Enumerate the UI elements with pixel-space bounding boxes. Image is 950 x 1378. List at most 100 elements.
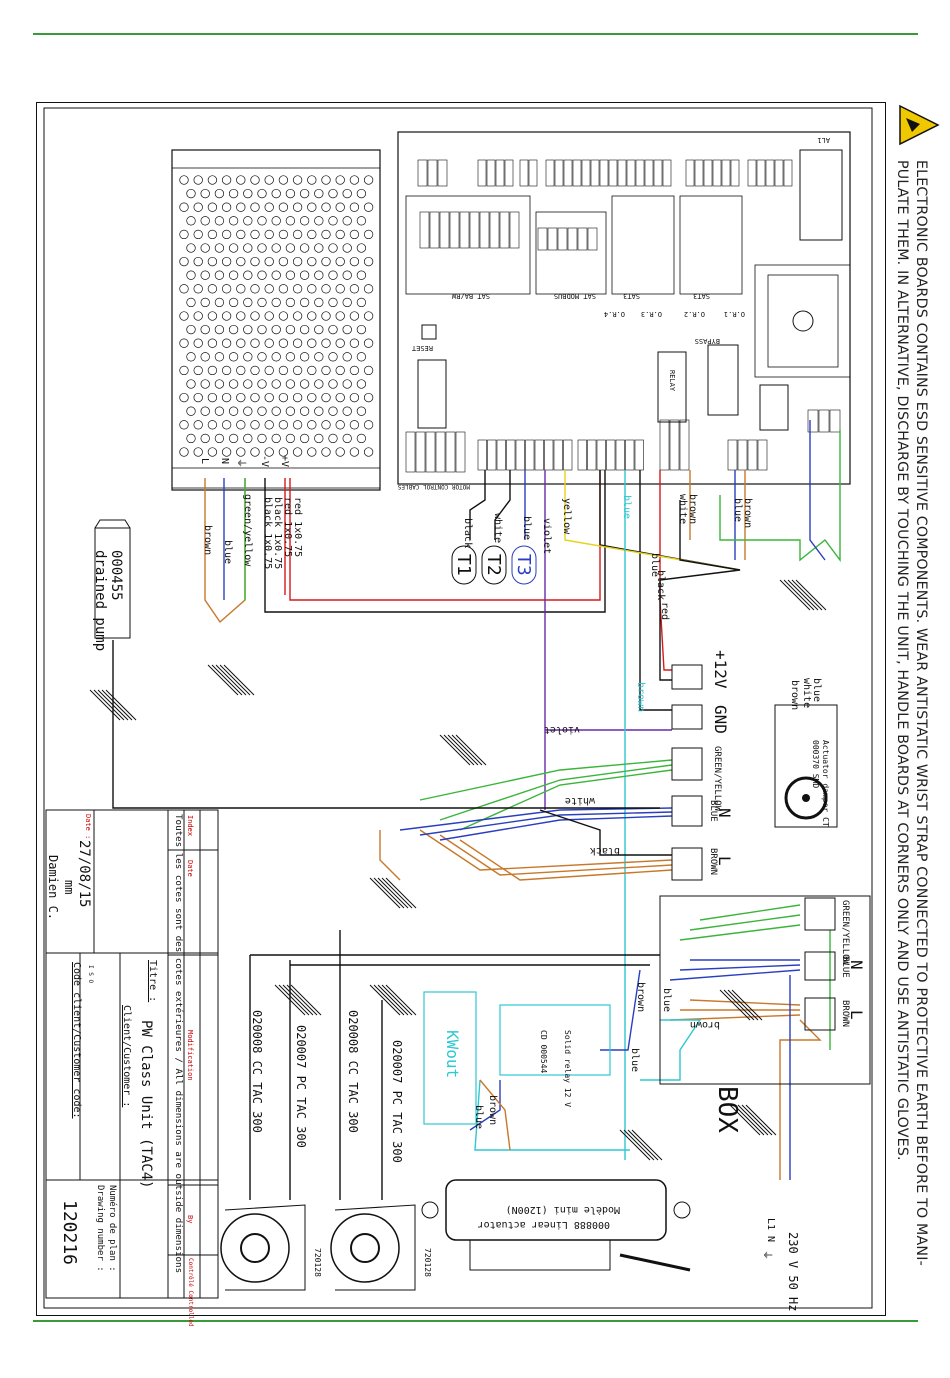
wire-label-red-2: red [659, 602, 670, 621]
actuator-damper-label: Actuator damper CT [821, 740, 830, 827]
box-enclosure [659, 895, 871, 1085]
terminal-n: N [715, 808, 734, 818]
fan-1-code: 720128 [313, 1248, 322, 1277]
psu-term-n: N [219, 458, 230, 465]
wire-label-brown-bypass-2: brown [742, 498, 753, 529]
drain-pump-code: 000455 [108, 550, 124, 601]
terminal-l: L [715, 856, 734, 866]
title-col-index: Index [186, 815, 194, 837]
terminal-plus12v: +12V [711, 650, 730, 689]
wire-label-blue-t3: blue [521, 516, 532, 541]
board-label-al1: AL1 [817, 136, 830, 144]
supply-term-earth: ⏚ [761, 1250, 772, 1260]
sensor-t1: T1 [453, 554, 474, 576]
wire-label-blue-psu: blue [222, 540, 233, 565]
solid-relay-label: Solid relay 12 V [563, 1030, 572, 1108]
title-col-by: By [186, 1215, 194, 1224]
terminal-gnd: GND [711, 705, 730, 734]
top-green-rule [33, 33, 918, 35]
title-unit: mm [62, 880, 76, 895]
box-label: BOX [712, 1086, 742, 1133]
psu-term-earth: ⏚ [235, 458, 246, 468]
wire-label-brown-l: brown [689, 1019, 720, 1030]
solid-relay-code: CD 000544 [539, 1030, 548, 1074]
wire-label-yellow: yellow [561, 498, 572, 535]
title-titre-label: Titre : [147, 960, 158, 1003]
title-drawing-number: 120216 [59, 1200, 80, 1266]
wire-label-violet-gnd: violet [543, 724, 580, 735]
control-board [397, 131, 851, 485]
box-terminal-n: N [847, 960, 866, 970]
wire-label-blue-relay: blue [629, 1048, 640, 1073]
fan-2-code: 720128 [423, 1248, 432, 1277]
wire-label-brown-cyan: brown [635, 682, 646, 713]
wire-label-black-t1: black [462, 518, 473, 549]
kwout-label: KWout [443, 1030, 462, 1079]
psu-term-minus-v: -V [259, 455, 270, 468]
title-iso: I S O [87, 965, 94, 984]
board-label-relay: RELAY [668, 370, 676, 392]
board-label-bypass: BYPASS [694, 337, 720, 345]
power-supply-unit [171, 149, 381, 491]
board-label-sat-barw: SAT BA/RW [452, 292, 490, 300]
wire-label-white-n: white [564, 795, 595, 806]
board-label-sat-modbus: SAT MODBUS [553, 292, 596, 300]
wire-label-green-yellow: green/yellow [242, 494, 253, 567]
supply-term-l1: L1 [765, 1218, 776, 1231]
board-label-reset: RESET [411, 344, 433, 352]
psu-term-l: L [199, 458, 210, 465]
wire-label-brown-psu: brown [202, 525, 213, 556]
board-label-or4: O.R.4 [603, 310, 625, 318]
sensor-t3: T3 [513, 554, 534, 576]
esd-warning-icon [899, 104, 940, 146]
title-note: Toutes les cotes sont des cotes extérieu… [173, 814, 184, 1274]
supply-term-n: N [765, 1236, 776, 1243]
linear-actuator-model: Modèle mini (1200N) [505, 1204, 620, 1215]
board-label-motor-cables: MOTOR CONTROL CABLES [397, 483, 470, 490]
fan-label-4: 020008 CC TAC 300 [250, 1010, 264, 1133]
wire-label-red-size-2: red 1x0.75 [292, 497, 303, 558]
fan-2 [330, 1204, 416, 1291]
board-label-or2: O.R.2 [683, 310, 705, 318]
title-date: 27/08/15 [76, 840, 92, 908]
wire-label-blue-box: blue [661, 988, 672, 1013]
wire-label-brown-act: brown [789, 680, 800, 711]
wire-label-blue-cyan: blue [621, 495, 632, 520]
title-col-modification: Modification [186, 1030, 194, 1081]
actuator-damper-code: 000370 SMD [811, 740, 820, 789]
wire-label-white-t2: white [492, 513, 503, 544]
wire-label-violet: violet [541, 518, 552, 555]
title-drawn-by: Damien C. [46, 855, 60, 921]
fan-label-1: 020007 PC TAC 300 [390, 1040, 404, 1163]
board-label-sat3-a: SAT3 [623, 292, 640, 300]
title-col-controlled: Contrôlé Controlled [187, 1258, 194, 1327]
supply-label: 230 V 50 Hz [786, 1232, 800, 1312]
drawing-frame [36, 102, 886, 1316]
title-col-date: Date [186, 860, 194, 877]
bottom-green-rule [33, 1320, 918, 1322]
box-terminal-l: L [847, 1010, 866, 1020]
wire-label-blue-act: blue [811, 678, 822, 703]
linear-actuator [421, 1179, 691, 1272]
board-label-or1: O.R.1 [723, 310, 745, 318]
wire-label-black-l: black [589, 845, 620, 856]
title-code-label: Code client/Customer code: [71, 962, 82, 1119]
psu-term-plus-v: +V [279, 455, 290, 468]
fan-label-2: 020008 CC TAC 300 [346, 1010, 360, 1133]
board-label-or3: O.R.3 [640, 310, 662, 318]
wire-label-brown-kw: brown [487, 1095, 498, 1126]
wire-label-black-2: black [655, 570, 666, 601]
linear-actuator-label: 000888 Linear actuator [477, 1219, 610, 1230]
title-client-label: Client/Customer : [121, 1005, 132, 1108]
wire-label-brown-box: brown [635, 982, 646, 1013]
sensor-t2: T2 [483, 554, 504, 576]
wire-label-brown-bypass: brown [687, 494, 698, 525]
fan-label-3: 020007 PC TAC 300 [294, 1025, 308, 1148]
title-main: PW Class Unit (TAC4) [138, 1020, 154, 1189]
wire-label-blue-kw: blue [473, 1105, 484, 1130]
fan-1 [220, 1204, 306, 1291]
drain-pump-label: drained pump [92, 550, 108, 652]
board-label-sat3-b: SAT3 [693, 292, 710, 300]
title-date-label: Date : [84, 814, 92, 840]
